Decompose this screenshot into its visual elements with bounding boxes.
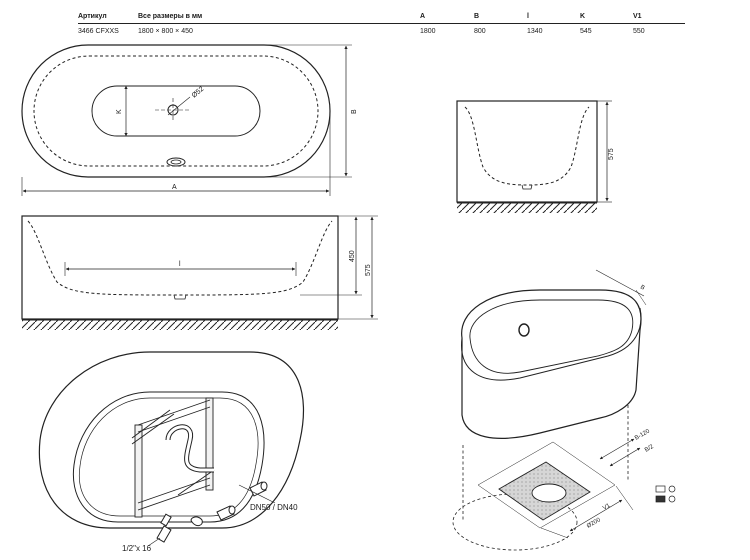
top-view — [21, 44, 352, 196]
install-dim-b-label: B — [639, 284, 645, 291]
tub-3d-basin — [469, 299, 634, 374]
value-k: 545 — [580, 28, 592, 35]
end-view — [456, 100, 612, 213]
floor-hatch-end — [457, 203, 597, 213]
side-dim-450-label: 450 — [349, 250, 356, 262]
floor-hatch-side — [22, 320, 338, 330]
tub-outline-top — [21, 44, 331, 178]
side-view-basin — [27, 220, 333, 296]
basin-floor-top — [91, 85, 261, 137]
header-a: A — [420, 13, 426, 20]
install-dim-d200-label: Ø200 — [586, 517, 602, 530]
overflow-3d — [518, 323, 530, 337]
header-v1: V1 — [633, 13, 642, 20]
value-all-sizes: 1800 × 800 × 450 — [138, 28, 193, 35]
dim-k-label: K — [116, 109, 123, 114]
side-dim-575-label: 575 — [365, 264, 372, 276]
install-dim-b120-label: B-120 — [634, 428, 651, 442]
dim-a-label: A — [172, 184, 177, 191]
end-view-body — [456, 100, 598, 203]
side-view-body — [21, 215, 339, 320]
legend-icon-b — [655, 495, 666, 503]
header-k: K — [580, 13, 586, 20]
value-article: 3466 CFXXS — [78, 28, 119, 35]
install-dim-b2-label: B/2 — [644, 444, 655, 454]
end-view-basin — [464, 106, 590, 186]
legend-icon-a — [655, 485, 666, 493]
installation-view — [452, 269, 676, 551]
table-rule-top — [78, 23, 685, 24]
side-view — [21, 215, 378, 330]
header-b: B — [474, 13, 480, 20]
spec-table: Артикул Все размеры в мм A B l K V1 3466… — [0, 0, 750, 46]
fitting-size-label: 1/2"x 16 — [122, 544, 152, 553]
value-l: 1340 — [527, 28, 543, 35]
dim-l-label: l — [179, 261, 181, 268]
value-v1: 550 — [633, 28, 645, 35]
drain-size-label: DN50 / DN40 — [250, 503, 298, 512]
fitting-view — [38, 351, 305, 547]
support-frame — [131, 397, 215, 518]
tub-3d-body — [461, 289, 642, 439]
header-all-sizes: Все размеры в мм — [138, 13, 203, 20]
end-dim-575-label: 575 — [608, 148, 615, 160]
header-article: Артикул — [78, 13, 107, 20]
dim-b-label: B — [351, 109, 358, 114]
overflow-top — [166, 157, 186, 167]
value-b: 800 — [474, 28, 486, 35]
value-a: 1800 — [420, 28, 436, 35]
header-l: l — [527, 13, 529, 20]
install-dim-v1-label: V1 — [602, 503, 612, 512]
tub-3d-rim — [461, 307, 642, 381]
loose-fittings — [156, 481, 268, 543]
rim-dashed-top — [33, 55, 319, 167]
drain-diameter-label: Ø52 — [191, 86, 206, 100]
floor-drain-icon — [531, 483, 567, 503]
